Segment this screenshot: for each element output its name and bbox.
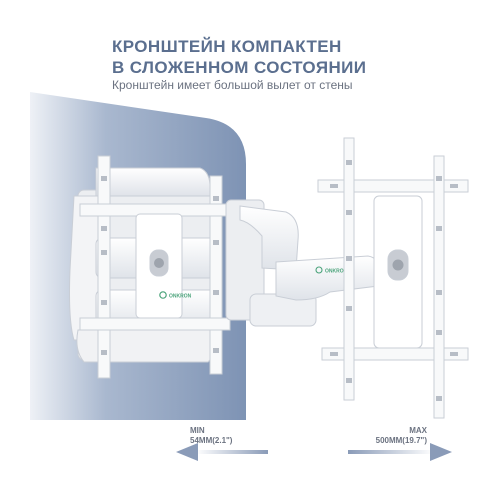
extended-tv-frame [317,137,469,419]
folded-rail-holes [101,176,219,355]
brand-logo-icon-arm [315,266,323,274]
headline-line-1: КРОНШТЕЙН КОМПАКТЕН [112,37,342,56]
headline-line-2: В СЛОЖЕННОМ СОСТОЯНИИ [112,58,367,77]
extended-rail-holes [330,160,458,401]
max-arrow [348,443,452,461]
extended-arm [225,199,381,327]
max-value: 500MM(19.7") [375,436,427,445]
headline: КРОНШТЕЙН КОМПАКТЕН В СЛОЖЕННОМ СОСТОЯНИ… [112,36,366,78]
max-label: MAX [409,426,427,435]
min-extension-note: MIN 54MM(2.1") [190,426,232,446]
subheadline: Кронштейн имеет большой вылет от стены [112,78,353,92]
min-value: 54MM(2.1") [190,436,233,445]
min-label: MIN [190,426,205,435]
folded-bracket [69,155,231,379]
brand-mark-folded: ONKRON [169,294,192,300]
brand-mark-arm: ONKRON [325,269,348,275]
min-arrow [176,443,268,461]
max-extension-note: MAX 500MM(19.7") [367,426,427,446]
brand-logo-icon [159,291,167,299]
